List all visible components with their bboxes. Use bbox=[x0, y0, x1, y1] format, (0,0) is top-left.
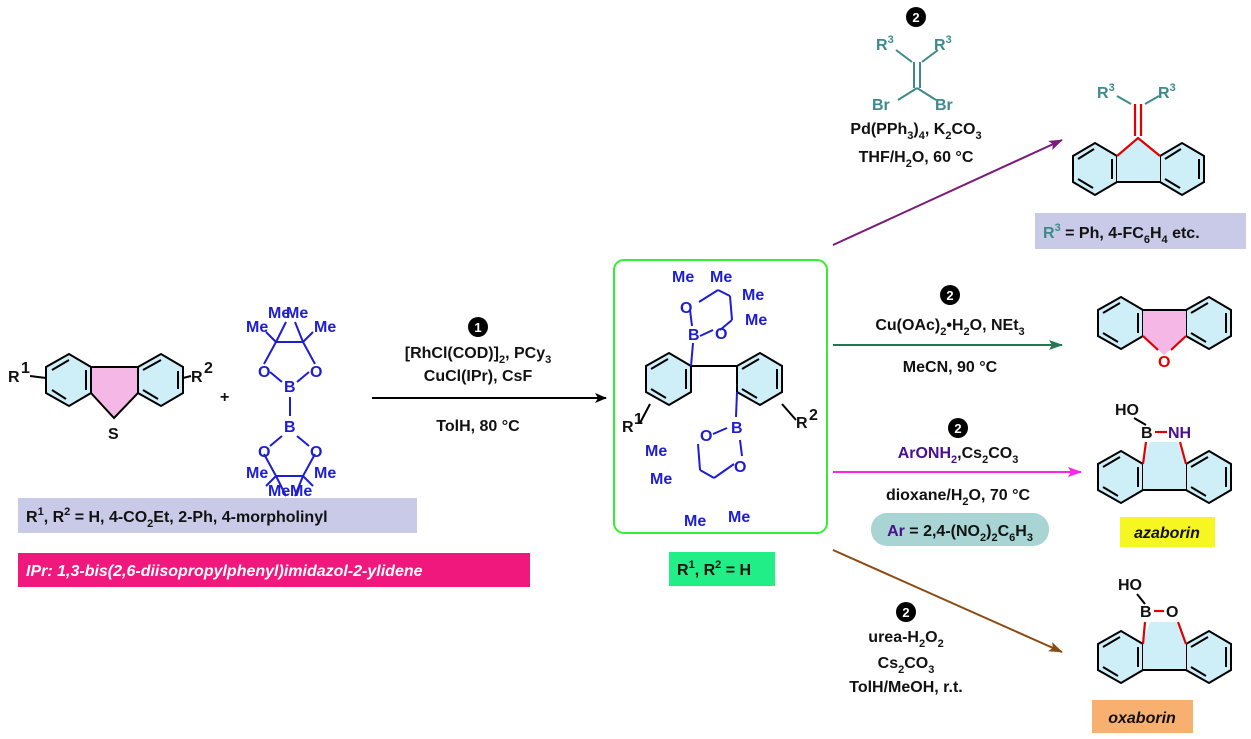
intermediate-label-box bbox=[669, 552, 775, 586]
biaryl-bisboronate-structure: B O O Me Me Me Me B O O Me Me Me Me R 1 … bbox=[622, 269, 818, 530]
route1-arrow bbox=[832, 139, 1063, 246]
svg-text:Me: Me bbox=[710, 269, 732, 286]
svg-text:HO: HO bbox=[1118, 577, 1142, 594]
route1-line2: THF/H2O, 60 °C bbox=[859, 149, 974, 170]
ipr-label-box bbox=[18, 553, 530, 587]
route2-line1: Cu(OAc)2•H2O, NEt3 bbox=[875, 317, 1024, 338]
svg-text:O: O bbox=[258, 364, 270, 381]
svg-text:2: 2 bbox=[954, 421, 961, 436]
svg-text:O: O bbox=[1158, 354, 1170, 371]
svg-text:Me: Me bbox=[246, 465, 268, 482]
svg-text:2: 2 bbox=[809, 407, 818, 424]
route3-line1: ArONH2,Cs2CO3 bbox=[898, 445, 1019, 466]
route4-line2: Cs2CO3 bbox=[878, 655, 935, 676]
svg-text:O: O bbox=[258, 444, 270, 461]
svg-text:Me: Me bbox=[268, 305, 290, 322]
fluorenylidene-product: R3 R3 bbox=[1072, 82, 1205, 197]
svg-text:2: 2 bbox=[912, 10, 919, 25]
svg-text:Me: Me bbox=[684, 513, 706, 530]
svg-text:2: 2 bbox=[946, 288, 953, 303]
r1-label: R 1 bbox=[8, 360, 30, 386]
svg-text:Me: Me bbox=[314, 319, 336, 336]
svg-text:O: O bbox=[680, 300, 692, 317]
ipr-label: IPr: 1,3-bis(2,6-diisopropylphenyl)imida… bbox=[26, 563, 423, 580]
svg-text:B: B bbox=[284, 419, 296, 436]
svg-text:Me: Me bbox=[314, 465, 336, 482]
svg-text:B: B bbox=[284, 379, 296, 396]
intermediate-box bbox=[613, 259, 828, 534]
svg-text:O: O bbox=[1166, 604, 1178, 621]
svg-text:R3: R3 bbox=[876, 34, 894, 54]
svg-text:R: R bbox=[622, 419, 634, 436]
step1-line1: [RhCl(COD)]2, PCy3 bbox=[405, 345, 551, 366]
svg-text:R: R bbox=[8, 369, 20, 386]
svg-text:R: R bbox=[796, 415, 808, 432]
svg-text:B: B bbox=[1141, 425, 1153, 442]
svg-text:B: B bbox=[688, 327, 700, 344]
oxaborin-label-box bbox=[1092, 700, 1193, 733]
svg-text:R3: R3 bbox=[1158, 82, 1176, 102]
route3-line3: Ar = 2,4-(NO2)2C6H3 bbox=[887, 523, 1033, 544]
step1-conditions: 1 [RhCl(COD)]2, PCy3 CuCl(IPr), CsF TolH… bbox=[372, 317, 607, 435]
svg-text:Me: Me bbox=[290, 483, 312, 500]
intermediate-label: R1, R2 = H bbox=[677, 559, 751, 579]
svg-text:O: O bbox=[700, 428, 712, 445]
route1-conditions: 2 R3 R3 Br Br Pd(PPh3)4, K2CO3 THF/H2O, … bbox=[832, 7, 1063, 246]
azaborin-label: azaborin bbox=[1134, 525, 1200, 542]
svg-text:O: O bbox=[310, 444, 322, 461]
route3-conditions: 2 ArONH2,Cs2CO3 dioxane/H2O, 70 °C Ar = … bbox=[833, 418, 1082, 546]
svg-text:1: 1 bbox=[21, 360, 30, 377]
svg-text:O: O bbox=[310, 364, 322, 381]
svg-text:R3: R3 bbox=[1097, 82, 1115, 102]
route1-label: R3 = Ph, 4-FC6H4 etc. bbox=[1043, 222, 1200, 246]
step1-line2: CuCl(IPr), CsF bbox=[424, 368, 533, 385]
svg-text:Me: Me bbox=[742, 287, 764, 304]
route1-line1: Pd(PPh3)4, K2CO3 bbox=[850, 121, 981, 142]
step1-line3: TolH, 80 °C bbox=[436, 418, 520, 435]
route1-label-box bbox=[1035, 213, 1246, 249]
svg-text:Me: Me bbox=[650, 471, 672, 488]
svg-text:Me: Me bbox=[728, 509, 750, 526]
dibenzofuran-product: O bbox=[1097, 295, 1232, 371]
svg-text:NH: NH bbox=[1168, 425, 1191, 442]
route2-line2: MeCN, 90 °C bbox=[903, 359, 998, 376]
substituents-label: R1, R2 = H, 4-CO2Et, 2-Ph, 4-morpholinyl bbox=[26, 506, 328, 530]
svg-text:Me: Me bbox=[745, 312, 767, 329]
route4-line1: urea-H2O2 bbox=[868, 629, 943, 650]
plus-sign: + bbox=[220, 389, 229, 406]
svg-text:1: 1 bbox=[474, 320, 481, 335]
svg-text:B: B bbox=[731, 420, 743, 437]
svg-text:Me: Me bbox=[672, 269, 694, 286]
oxaborin-product: HO B O bbox=[1097, 577, 1232, 685]
svg-text:O: O bbox=[715, 326, 727, 343]
sulfur-atom: S bbox=[108, 426, 119, 443]
substituents-label-box bbox=[18, 498, 417, 533]
route4-arrow bbox=[832, 549, 1063, 653]
svg-text:Br: Br bbox=[935, 97, 953, 114]
svg-text:R: R bbox=[191, 369, 203, 386]
svg-text:B: B bbox=[1140, 604, 1152, 621]
route3-ar-label-box bbox=[871, 513, 1049, 546]
oxaborin-label: oxaborin bbox=[1108, 710, 1176, 727]
r2-label: R 2 bbox=[191, 360, 213, 386]
svg-text:1: 1 bbox=[634, 411, 643, 428]
svg-text:Me: Me bbox=[268, 483, 290, 500]
route4-line3: TolH/MeOH, r.t. bbox=[849, 679, 962, 696]
svg-text:Br: Br bbox=[872, 97, 890, 114]
svg-text:HO: HO bbox=[1115, 402, 1139, 419]
svg-text:O: O bbox=[734, 459, 746, 476]
route4-conditions: 2 urea-H2O2 Cs2CO3 TolH/MeOH, r.t. bbox=[832, 549, 1063, 696]
b2pin2-structure: Me Me Me Me O O B B O O Me Me Me Me bbox=[246, 305, 336, 500]
svg-text:Me: Me bbox=[286, 305, 308, 322]
dibenzothiophene-structure: S R 1 R 2 bbox=[8, 352, 213, 443]
svg-text:2: 2 bbox=[902, 605, 909, 620]
azaborin-product: HO B NH bbox=[1097, 402, 1232, 505]
route3-line2: dioxane/H2O, 70 °C bbox=[886, 487, 1031, 508]
route2-conditions: 2 Cu(OAc)2•H2O, NEt3 MeCN, 90 °C bbox=[833, 285, 1063, 376]
azaborin-label-box bbox=[1120, 517, 1215, 547]
svg-text:Me: Me bbox=[246, 319, 268, 336]
svg-text:2: 2 bbox=[204, 360, 213, 377]
svg-text:Me: Me bbox=[645, 443, 667, 460]
